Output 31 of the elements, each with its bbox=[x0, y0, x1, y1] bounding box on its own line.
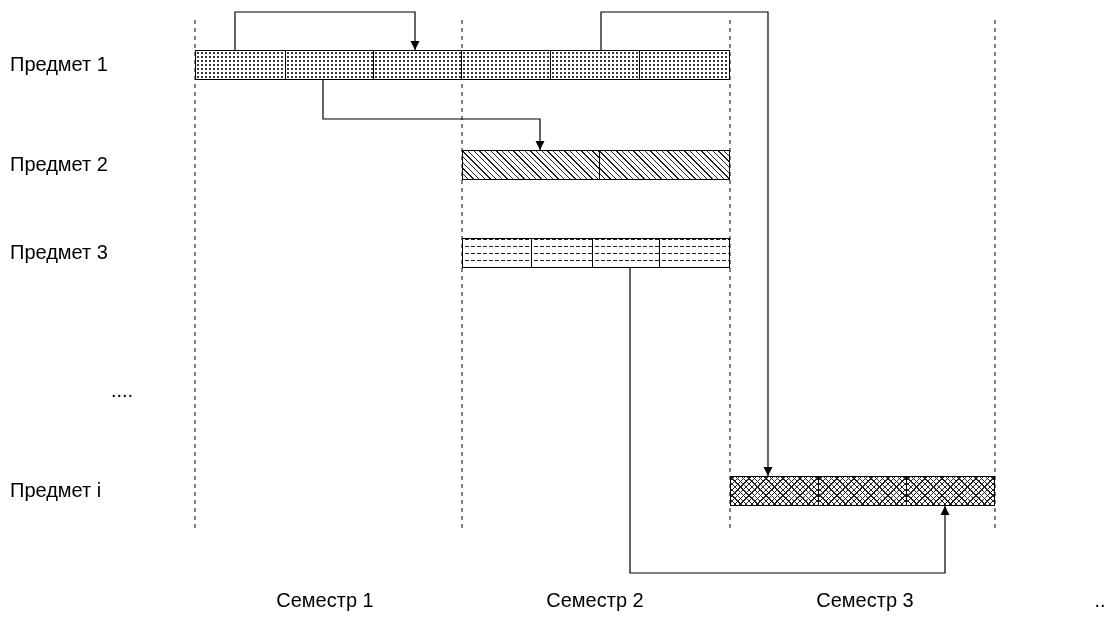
row-label: Предмет i bbox=[10, 478, 102, 502]
arrow bbox=[600, 11, 773, 477]
bar-segment bbox=[731, 477, 818, 505]
timeline-bar bbox=[730, 476, 995, 506]
bar-segment bbox=[284, 51, 373, 79]
bar-segment bbox=[530, 239, 592, 267]
bar-segment bbox=[906, 477, 994, 505]
timeline-bar bbox=[462, 238, 730, 268]
bar-segment bbox=[196, 51, 285, 79]
bar-segment bbox=[372, 51, 462, 79]
axis-label: .... bbox=[110, 378, 134, 402]
bar-segment bbox=[461, 51, 551, 79]
timeline-bar bbox=[195, 50, 730, 80]
row-label: Предмет 2 bbox=[10, 152, 108, 176]
axis-label: Семестр 3 bbox=[816, 588, 914, 612]
bar-segment bbox=[591, 239, 660, 267]
axis-label: Семестр 1 bbox=[276, 588, 374, 612]
bar-segment bbox=[639, 51, 729, 79]
bar-segment bbox=[550, 51, 640, 79]
bar-segment bbox=[817, 477, 907, 505]
bar-segment bbox=[599, 151, 729, 179]
bar-segment bbox=[463, 151, 600, 179]
bar-segment bbox=[659, 239, 729, 267]
axis-label: Семестр 2 bbox=[546, 588, 644, 612]
arrow bbox=[629, 267, 950, 574]
timeline-bar bbox=[462, 150, 730, 180]
arrow bbox=[322, 79, 545, 151]
axis-label: .. bbox=[1094, 588, 1106, 612]
row-label: Предмет 1 bbox=[10, 52, 108, 76]
row-label: Предмет 3 bbox=[10, 240, 108, 264]
arrow bbox=[234, 11, 420, 51]
